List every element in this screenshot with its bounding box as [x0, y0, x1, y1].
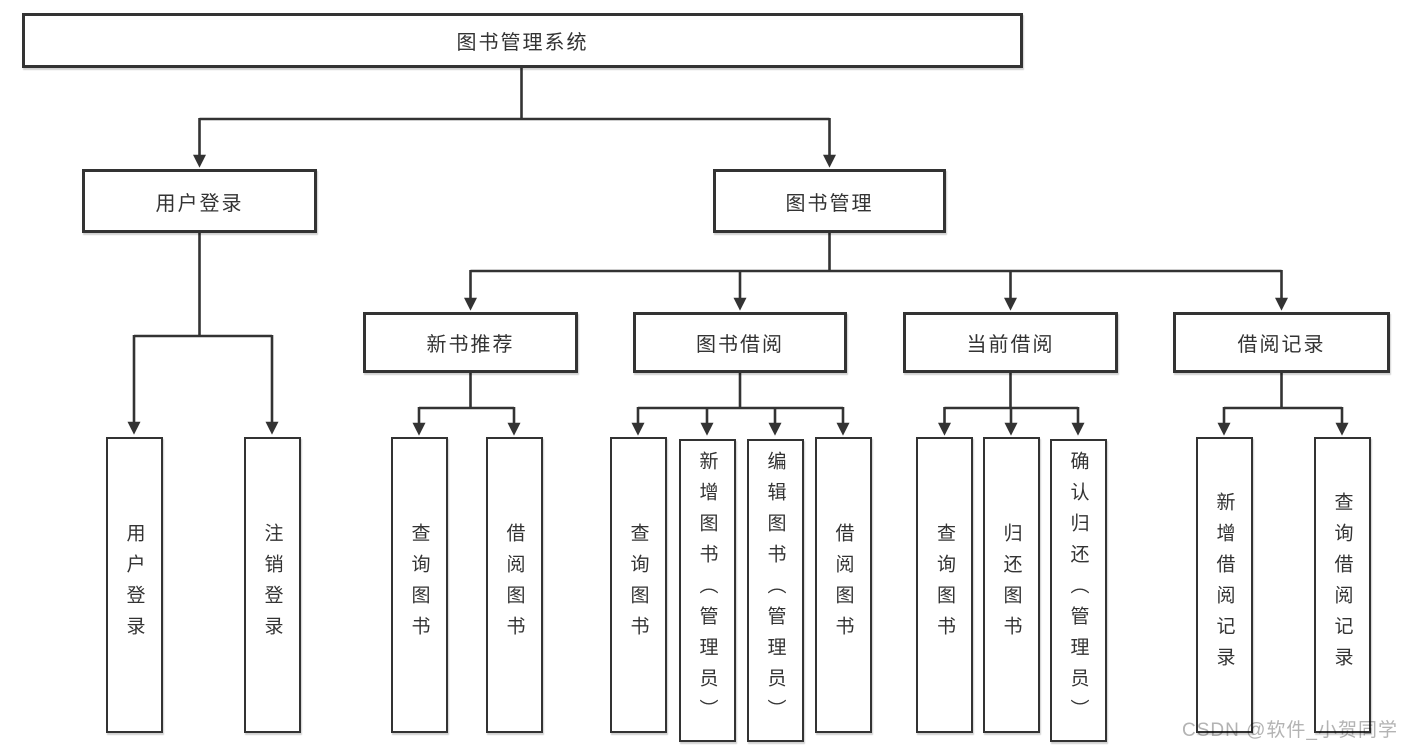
node-label: 图书借阅 [696, 334, 784, 356]
leaf-return-book: 归还图书 [982, 437, 1040, 733]
node-current-borrowing: 当前借阅 [903, 312, 1118, 373]
connector-new-book-children [412, 373, 521, 436]
leaf-query-books-current: 查询图书 [916, 437, 973, 733]
node-borrowing-records: 借阅记录 [1173, 312, 1390, 373]
node-book-management: 图书管理 [713, 169, 946, 233]
node-label: 新增借阅记录 [1213, 492, 1235, 678]
leaf-confirm-return-admin: 确认归还（管理员） [1049, 439, 1107, 742]
node-label: 查询借阅记录 [1331, 492, 1353, 678]
node-label: 借阅记录 [1237, 334, 1326, 356]
connector-root-to-level2 [193, 67, 836, 168]
node-label: 借阅图书 [503, 523, 525, 647]
node-label: 注销登录 [261, 523, 283, 647]
leaf-query-books-recommendation: 查询图书 [390, 437, 448, 733]
node-label: 图书管理系统 [456, 32, 589, 54]
leaf-edit-book-admin: 编辑图书（管理员） [746, 439, 804, 742]
leaf-user-login: 用户登录 [105, 437, 163, 733]
csdn-watermark: CSDN @软件_小贺同学 [1182, 720, 1398, 741]
connector-current-borrowing-children [938, 373, 1085, 436]
node-label: 编辑图书（管理员） [764, 451, 786, 730]
connector-book-borrowing-children [631, 373, 850, 436]
leaf-borrow-books-borrowing: 借阅图书 [814, 437, 872, 733]
node-label: 查询图书 [408, 523, 430, 647]
connector-borrowing-records-children [1217, 373, 1349, 436]
node-label: 归还图书 [1000, 523, 1022, 647]
leaf-add-borrow-record: 新增借阅记录 [1195, 437, 1253, 733]
node-new-book-recommendation: 新书推荐 [363, 312, 578, 373]
node-label: 当前借阅 [966, 334, 1055, 356]
connector-user-login-children [127, 233, 279, 435]
node-user-login: 用户登录 [82, 169, 317, 233]
leaf-query-borrow-record: 查询借阅记录 [1313, 437, 1371, 733]
connector-book-management-children [464, 233, 1288, 311]
leaf-add-book-admin: 新增图书（管理员） [678, 439, 736, 742]
node-label: 查询图书 [627, 523, 649, 647]
node-label: 图书管理 [785, 192, 874, 215]
node-library-management-system: 图书管理系统 [22, 13, 1023, 68]
leaf-borrow-books-recommendation: 借阅图书 [485, 437, 543, 733]
node-label: 新书推荐 [426, 334, 515, 356]
node-book-borrowing: 图书借阅 [633, 312, 847, 373]
leaf-logout: 注销登录 [243, 437, 301, 733]
node-label: 借阅图书 [832, 523, 854, 647]
node-label: 确认归还（管理员） [1067, 451, 1089, 730]
node-label: 用户登录 [155, 192, 244, 215]
leaf-query-books-borrowing: 查询图书 [609, 437, 667, 733]
node-label: 新增图书（管理员） [696, 451, 718, 730]
node-label: 查询图书 [934, 523, 955, 647]
node-label: 用户登录 [123, 523, 145, 647]
